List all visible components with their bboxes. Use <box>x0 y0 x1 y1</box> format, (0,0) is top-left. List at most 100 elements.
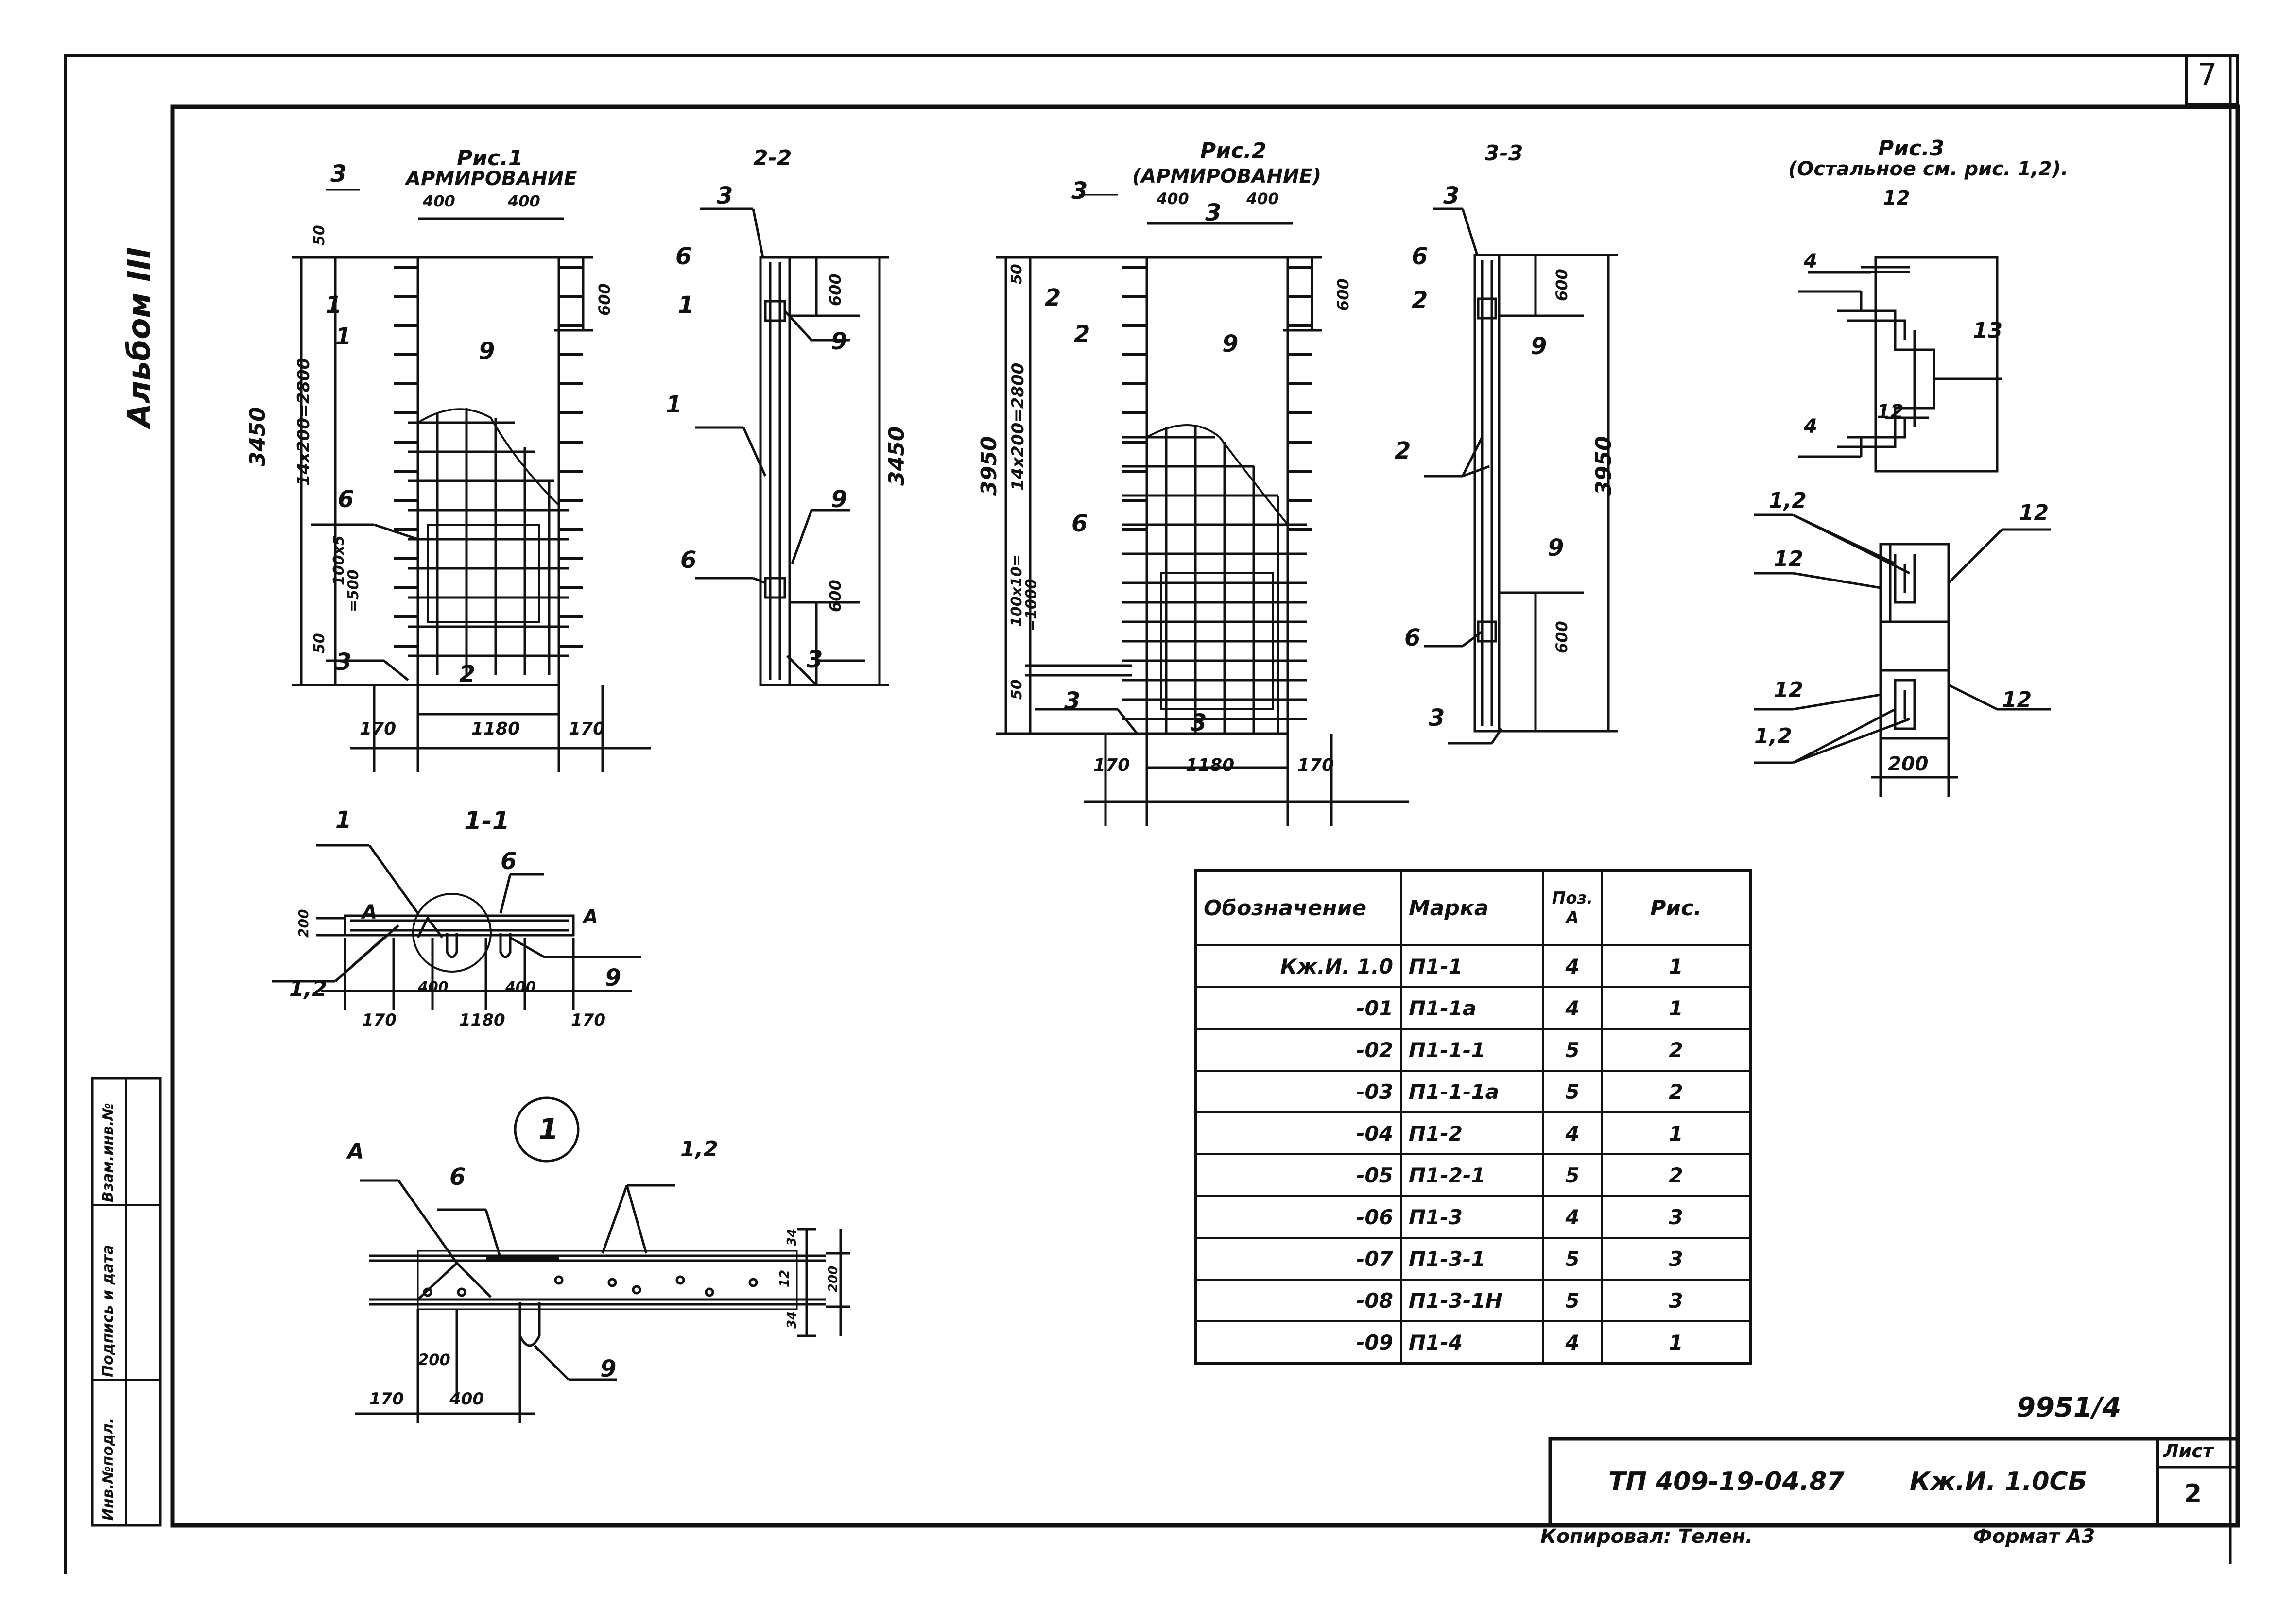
fig3-dim-12-bottom: 12 <box>1877 401 1904 423</box>
fig1-section-2: 2 <box>459 661 476 688</box>
cell-pos-a: 4 <box>1542 1111 1603 1155</box>
cell-mark: П1-1а <box>1400 986 1544 1030</box>
sec11-dim-400-a: 400 <box>418 979 449 996</box>
sec11-dim-1180: 1180 <box>459 1010 505 1030</box>
fig2-section-3-top: 3 <box>1205 199 1222 226</box>
sec33-callout-3-bottom: 3 <box>1429 704 1445 732</box>
fig1-callout-3-bottom: 3 <box>335 649 352 676</box>
fig1-subtitle: АРМИРОВАНИЕ <box>406 168 577 190</box>
fig2-dim-400-a: 400 <box>1157 189 1189 208</box>
cell-pos-a: 4 <box>1542 944 1603 988</box>
section-1-1-title: 1-1 <box>464 806 510 836</box>
cell-fig: 1 <box>1601 1320 1751 1365</box>
node1-dim-200-vert: 200 <box>826 1265 841 1292</box>
cell-designation: -01 <box>1194 986 1402 1030</box>
header-fig: Рис. <box>1601 869 1751 946</box>
fig3-dim-200: 200 <box>1888 753 1929 775</box>
sec11-dim-170-b: 170 <box>571 1010 605 1030</box>
fig3-detail-drawing <box>1754 256 2051 797</box>
fig1-callout-3-top: 3 <box>330 160 347 188</box>
fig1-dim-3450: 3450 <box>245 407 270 466</box>
cell-mark: П1-2 <box>1400 1111 1544 1155</box>
fig2-panel-elevation <box>996 194 1409 826</box>
section-1-1-drawing <box>272 844 641 1010</box>
stamp-signature-date: Подпись и дата <box>100 1245 117 1377</box>
fig2-dim-600: 600 <box>1334 278 1352 311</box>
header-designation: Обозначение <box>1194 869 1402 946</box>
fig2-dim-400-b: 400 <box>1246 189 1279 208</box>
node1-dim-34-bottom: 34 <box>785 1311 799 1329</box>
fig2-callout-9: 9 <box>1222 330 1239 358</box>
sec22-callout-6-bottom: 6 <box>680 547 697 574</box>
fig1-callout-9: 9 <box>479 338 495 365</box>
fig2-dim-170-b: 170 <box>1297 755 1334 775</box>
sec33-callout-2: 2 <box>1395 437 1411 464</box>
cell-fig: 1 <box>1601 986 1751 1030</box>
sec33-dim-3950: 3950 <box>1591 436 1616 496</box>
fig2-dim-50-bottom: 50 <box>1008 679 1025 700</box>
fig3-callout-12b-bottom: 1,2 <box>1754 724 1792 749</box>
section-3-3-drawing <box>1424 207 1618 745</box>
fig3-callout-12-left-top: 12 <box>1774 547 1804 571</box>
fig1-dim-50-top: 50 <box>311 225 328 245</box>
fig1-dim-170-b: 170 <box>569 719 605 739</box>
cell-designation: -06 <box>1194 1195 1402 1239</box>
cell-mark: П1-3-1 <box>1400 1237 1544 1281</box>
sec33-callout-3-top: 3 <box>1443 182 1460 209</box>
cell-mark: П1-1 <box>1400 944 1544 988</box>
cell-pos-a: 4 <box>1542 1320 1603 1365</box>
sec22-callout-1: 1 <box>666 391 682 418</box>
fig2-callout-6: 6 <box>1071 510 1088 537</box>
fig3-title: Рис.3 <box>1878 136 1945 161</box>
cell-designation: -02 <box>1194 1028 1402 1072</box>
fig2-callout-2: 2 <box>1074 321 1090 348</box>
cell-designation: -03 <box>1194 1070 1402 1113</box>
sec11-dim-200: 200 <box>295 909 311 938</box>
sec11-dim-400-b: 400 <box>505 979 536 996</box>
cell-pos-a: 5 <box>1542 1237 1603 1281</box>
cell-pos-a: 4 <box>1542 986 1603 1030</box>
cell-pos-a: 5 <box>1542 1028 1603 1072</box>
sec22-callout-3-top: 3 <box>717 182 733 209</box>
cell-fig: 3 <box>1601 1195 1751 1239</box>
album-label: Альбом III <box>121 247 157 427</box>
node1-callout-A: А <box>347 1139 364 1164</box>
fig3-callout-12-left-bottom: 12 <box>1774 678 1804 702</box>
fig1-dim-170-a: 170 <box>360 719 397 739</box>
fig1-dim-600: 600 <box>595 283 614 316</box>
cell-designation: -05 <box>1194 1153 1402 1197</box>
cell-mark: П1-1-1 <box>1400 1028 1544 1072</box>
sec22-callout-9-top: 9 <box>831 328 847 355</box>
fig2-dim-170-a: 170 <box>1093 755 1130 775</box>
sec11-callout-6: 6 <box>501 848 517 875</box>
cell-pos-a: 5 <box>1542 1153 1603 1197</box>
fig3-callout-12-right-bottom: 12 <box>2002 687 2032 712</box>
sec33-dim-600-bottom: 600 <box>1553 621 1571 653</box>
cell-designation: -08 <box>1194 1279 1402 1322</box>
fig1-callout-6: 6 <box>338 486 354 513</box>
paper-format: Формат А3 <box>1973 1525 2095 1548</box>
sec33-callout-6-top: 6 <box>1412 243 1428 270</box>
cell-fig: 1 <box>1601 944 1751 988</box>
node1-callout-12: 1,2 <box>680 1137 718 1162</box>
header-pos-a: Поз. А <box>1542 869 1603 946</box>
cell-mark: П1-2-1 <box>1400 1153 1544 1197</box>
fig3-callout-12b-top: 1,2 <box>1769 488 1807 513</box>
fig2-dim-1000: =1000 <box>1023 579 1040 632</box>
drawing-mark: Кж.И. 1.0СБ <box>1910 1467 2088 1496</box>
sec11-callout-1: 1 <box>335 806 352 834</box>
fig1-dim-500: =500 <box>345 569 362 612</box>
sec11-callout-9: 9 <box>605 964 621 992</box>
fig2-section-3-bottom: 3 <box>1191 709 1207 736</box>
cell-pos-a: 5 <box>1542 1279 1603 1322</box>
cell-fig: 2 <box>1601 1070 1751 1113</box>
